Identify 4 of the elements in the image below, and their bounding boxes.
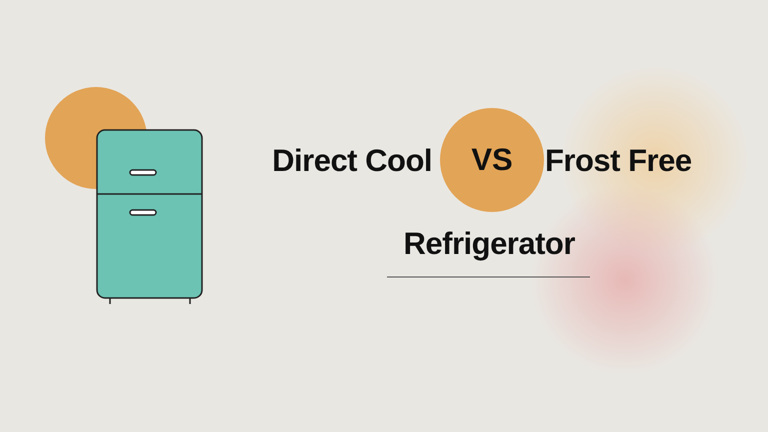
heading-text: Frost Free <box>545 145 692 176</box>
vs-text: VS <box>471 142 513 178</box>
subheading-text: Refrigerator <box>404 228 575 259</box>
heading-text: Direct Cool <box>272 145 432 176</box>
